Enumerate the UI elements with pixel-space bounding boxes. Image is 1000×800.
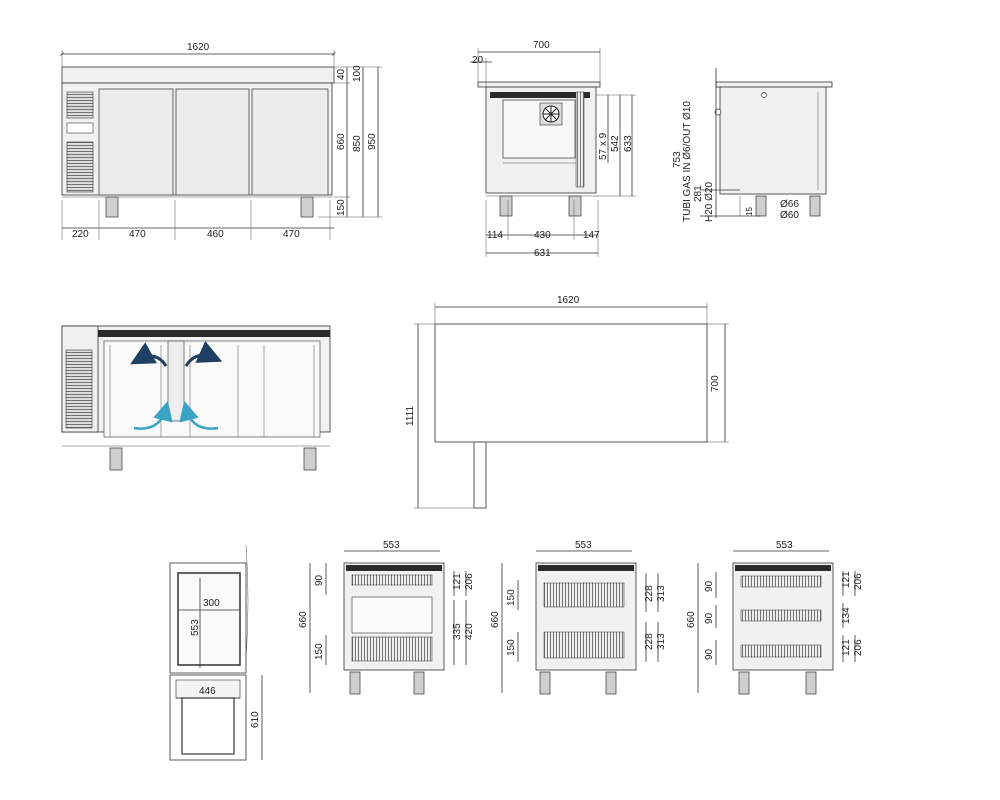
dim-drawer1-335: 335 xyxy=(452,623,463,640)
vent-grille-icon xyxy=(65,349,93,429)
dim-side-542: 542 xyxy=(610,135,621,152)
dim-front-950: 950 xyxy=(367,133,378,150)
dim-drawer3-206a: 206 xyxy=(853,573,864,590)
dim-front-470a: 470 xyxy=(129,229,146,240)
dim-front-460: 460 xyxy=(207,229,224,240)
dim-drawer3-206b: 206 xyxy=(853,639,864,656)
pipe-gas-label: TUBI GAS IN Ø6/OUT Ø10 xyxy=(682,101,693,222)
leg xyxy=(105,196,119,218)
dim-shelf-446: 446 xyxy=(199,686,216,697)
front-view: 1620 220 470 460 470 40 100 660 850 950 … xyxy=(60,42,382,240)
dim-side-114: 114 xyxy=(487,230,503,241)
dim-drawer2-313b: 313 xyxy=(656,633,667,650)
dim-side-633: 633 xyxy=(623,135,634,152)
dim-front-width: 1620 xyxy=(187,42,210,53)
dim-side-147: 147 xyxy=(583,230,600,241)
dim-drawer2-228b: 228 xyxy=(644,633,655,650)
dim-drawer1-121: 121 xyxy=(452,573,463,590)
dim-drawer2-width: 553 xyxy=(575,540,592,551)
leg xyxy=(349,671,361,695)
dim-drawer1-206: 206 xyxy=(464,573,475,590)
control-panel xyxy=(66,122,94,134)
dim-profile-60: Ø60 xyxy=(780,210,799,221)
dim-drawer1-90: 90 xyxy=(314,574,325,586)
vent-grille-icon xyxy=(66,141,94,193)
dim-drawer1-660: 660 xyxy=(298,611,309,628)
dim-front-150: 150 xyxy=(336,199,347,216)
door xyxy=(251,88,329,196)
evaporator xyxy=(502,99,576,159)
leg xyxy=(300,196,314,218)
vent-grille-icon xyxy=(66,91,94,119)
leg xyxy=(499,195,513,217)
dim-drawer2-150b: 150 xyxy=(506,639,517,656)
dim-drawer3-121a: 121 xyxy=(841,571,852,588)
dim-drawer1-420: 420 xyxy=(464,623,475,640)
dim-profile-281: 281 xyxy=(693,185,704,202)
dim-side-57x9: 57 x 9 xyxy=(598,132,609,160)
leg xyxy=(805,671,817,695)
dim-side-overhang: 20 xyxy=(472,55,484,66)
leg xyxy=(605,671,617,695)
dim-side-631: 631 xyxy=(534,248,551,259)
leg xyxy=(738,671,750,695)
leg xyxy=(539,671,551,695)
leg xyxy=(413,671,425,695)
leg xyxy=(109,447,123,471)
dim-profile-15: 15 xyxy=(745,207,754,216)
drawer-view-2: 553 660 150 150 228 313 228 313 xyxy=(490,540,667,695)
dim-drawer1-150: 150 xyxy=(314,643,325,660)
dim-drawer3-121b: 121 xyxy=(841,639,852,656)
pipe-h2o-label: H20 Ø20 xyxy=(704,182,715,222)
arrow-icon xyxy=(133,400,173,430)
arrow-icon xyxy=(184,340,223,367)
dim-shelf-610: 610 xyxy=(250,711,261,728)
dim-profile-66: Ø66 xyxy=(780,199,799,210)
dim-drawer3-134: 134 xyxy=(841,607,852,624)
drawer-view-1: 553 660 90 150 121 206 335 420 xyxy=(298,540,475,695)
dim-drawer3-90a: 90 xyxy=(704,580,715,592)
shelf-detail: 300 553 446 610 xyxy=(169,544,263,761)
arrow-icon xyxy=(179,400,219,430)
dim-shelf-300: 300 xyxy=(203,598,220,609)
dim-drawer1-width: 553 xyxy=(383,540,400,551)
leg xyxy=(568,195,582,217)
dim-drawer3-90c: 90 xyxy=(704,648,715,660)
dim-drawer2-660: 660 xyxy=(490,611,501,628)
door xyxy=(175,88,250,196)
dim-front-40: 40 xyxy=(336,68,347,80)
dim-drawer3-660: 660 xyxy=(686,611,697,628)
dim-profile-753: 753 xyxy=(672,151,683,168)
fan-icon xyxy=(539,102,563,126)
dim-front-660: 660 xyxy=(336,133,347,150)
airflow-view xyxy=(61,325,331,471)
door xyxy=(98,88,174,196)
dim-front-100: 100 xyxy=(352,65,363,82)
dim-shelf-553: 553 xyxy=(190,619,201,636)
dim-drawer2-228a: 228 xyxy=(644,585,655,602)
dim-front-220: 220 xyxy=(72,229,89,240)
leg xyxy=(755,195,767,217)
dim-front-850: 850 xyxy=(352,135,363,152)
leg xyxy=(809,195,821,217)
dim-drawer3-90b: 90 xyxy=(704,612,715,624)
dim-drawer2-313a: 313 xyxy=(656,585,667,602)
dim-side-width: 700 xyxy=(533,40,550,51)
drawer-view-3: 553 660 90 90 90 121 206 134 121 206 xyxy=(686,540,864,695)
dim-plan-total: 1111 xyxy=(405,406,416,426)
profile-view: 753 TUBI GAS IN Ø6/OUT Ø10 281 H20 Ø20 1… xyxy=(672,68,833,222)
dim-plan-width: 1620 xyxy=(557,295,580,306)
side-view: 700 20 114 430 147 631 57 x 9 542 633 xyxy=(470,40,636,259)
dim-drawer3-width: 553 xyxy=(776,540,793,551)
dim-plan-depth: 700 xyxy=(710,375,721,392)
leg xyxy=(303,447,317,471)
dim-drawer2-150a: 150 xyxy=(506,589,517,606)
dim-side-430: 430 xyxy=(534,230,551,241)
plan-view: 1620 700 1111 xyxy=(405,295,729,509)
arrow-icon xyxy=(130,342,168,367)
dim-front-470b: 470 xyxy=(283,229,300,240)
